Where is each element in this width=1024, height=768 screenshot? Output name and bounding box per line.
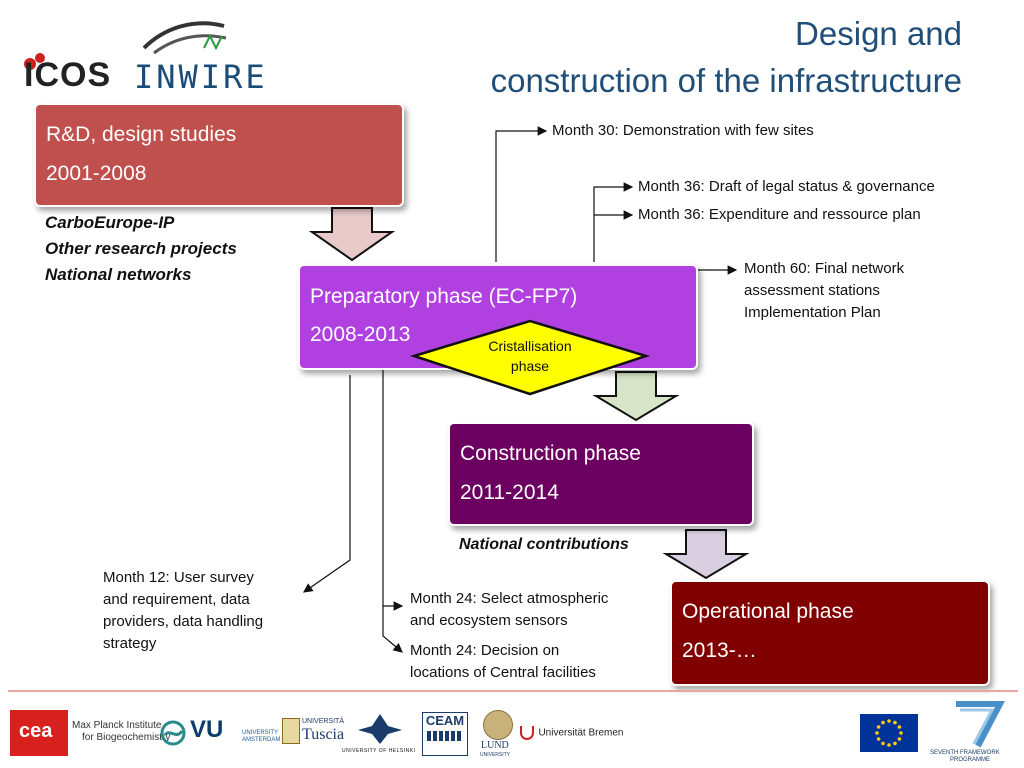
lund-logo-line-1: LUND xyxy=(481,740,509,751)
eu-stars-icon xyxy=(875,719,903,747)
down-arrow-rd xyxy=(308,207,396,262)
milestone-m24-locations: Month 24: Decision on locations of Centr… xyxy=(410,640,596,684)
bremen-u-icon xyxy=(520,725,534,740)
milestone-m12-line-4: strategy xyxy=(103,635,157,652)
milestone-m60-line-1: Month 60: Final network xyxy=(744,260,905,277)
helsinki-logo: UNIVERSITY OF HELSINKI xyxy=(342,712,418,756)
milestone-m24-sensors-line-2: and ecosystem sensors xyxy=(410,612,568,629)
mpi-swirl-icon xyxy=(160,720,186,746)
milestone-m60: Month 60: Final network assessment stati… xyxy=(744,258,904,324)
vu-logo-text: VU xyxy=(190,716,224,743)
fp7-seven-icon xyxy=(956,701,1005,748)
ceam-wave-icon xyxy=(427,731,463,741)
ceam-logo: CEAM xyxy=(422,712,468,756)
phase-preparatory-years: 2008-2013 xyxy=(310,323,411,346)
eu-star xyxy=(899,731,903,735)
phase-rd: R&D, design studies 2001-2008 xyxy=(34,103,404,207)
lund-logo-line-2: UNIVERSITY xyxy=(480,752,511,758)
phase-construction-years: 2011-2014 xyxy=(460,481,559,504)
rd-source-1: CarboEurope-IP xyxy=(45,213,175,232)
lund-seal-icon xyxy=(483,710,513,740)
milestone-m24-locations-line-1: Month 24: Decision on xyxy=(410,642,560,659)
title-line-2: construction of the infrastructure xyxy=(490,62,962,99)
icos-wordmark: ICOS xyxy=(24,56,112,94)
footer-divider xyxy=(8,690,1018,692)
milestone-m60-line-2: assessment stations xyxy=(744,282,880,299)
eu-star xyxy=(897,725,902,729)
eu-star xyxy=(875,731,879,735)
helsinki-logo-text: UNIVERSITY OF HELSINKI xyxy=(342,748,416,754)
milestone-m24-sensors: Month 24: Select atmospheric and ecosyst… xyxy=(410,588,608,632)
eu-star xyxy=(887,743,891,747)
bremen-logo-text: Universität Bremen xyxy=(538,727,624,739)
milestone-m12-line-3: providers, data handling xyxy=(103,613,264,630)
cea-logo-text: cea xyxy=(19,720,53,742)
phase-preparatory-name: Preparatory phase (EC-FP7) xyxy=(310,285,578,308)
mpi-logo-line-2: for Biogeochemistry xyxy=(82,732,171,743)
title-line-1: Design and xyxy=(795,15,962,52)
eu-star xyxy=(887,719,891,723)
eu-star xyxy=(897,737,902,741)
crystallisation-line-2: phase xyxy=(510,358,550,374)
eu-flag-logo xyxy=(860,714,918,752)
fp7-logo-line-2: PROGRAMME xyxy=(950,757,991,763)
phase-operational-name: Operational phase xyxy=(682,600,854,623)
rd-source-3: National networks xyxy=(45,265,192,284)
inwire-wordmark: INWIRE xyxy=(134,58,268,96)
crystallisation-line-1: Cristallisation xyxy=(488,338,572,354)
down-arrow-construction xyxy=(662,529,750,580)
phase-rd-years: 2001-2008 xyxy=(46,162,147,185)
vu-logo: VU UNIVERSITY AMSTERDAM xyxy=(190,716,280,744)
milestone-m12: Month 12: User survey and requirement, d… xyxy=(103,567,263,655)
swoosh-icon xyxy=(24,21,227,70)
crystallisation-diamond xyxy=(410,319,650,396)
mpi-logo-line-1: Max Planck Institute xyxy=(72,720,162,731)
milestone-m12-line-2: and requirement, data xyxy=(103,591,250,608)
down-arrow-prep xyxy=(592,371,680,422)
lund-logo: LUND UNIVERSITY xyxy=(478,710,516,760)
cea-logo: cea xyxy=(10,710,68,756)
tuscia-logo-line-1: UNIVERSITÀ xyxy=(302,718,345,725)
milestone-m24-locations-line-2: locations of Central facilities xyxy=(410,664,596,681)
eu-star xyxy=(881,720,885,725)
vu-logo-sub-line-1: UNIVERSITY xyxy=(242,730,279,736)
phase-operational-years: 2013-… xyxy=(682,639,757,662)
tuscia-seal-icon xyxy=(282,718,300,744)
eu-star xyxy=(893,741,897,746)
rd-source-2: Other research projects xyxy=(45,239,237,258)
milestone-m60-line-3: Implementation Plan xyxy=(744,304,881,321)
crystallisation-label: Cristallisation phase xyxy=(470,336,590,376)
milestone-m36-plan: Month 36: Expenditure and ressource plan xyxy=(638,206,921,223)
milestone-m30: Month 30: Demonstration with few sites xyxy=(552,122,814,139)
milestone-m36-legal: Month 36: Draft of legal status & govern… xyxy=(638,178,935,195)
phase-construction-name: Construction phase xyxy=(460,442,641,465)
phase-rd-name: R&D, design studies xyxy=(46,123,237,146)
icos-inwire-logo: ICOS INWIRE xyxy=(14,8,265,103)
mpi-logo: Max Planck Institute for Biogeochemistry xyxy=(72,720,170,744)
helsinki-flame-icon xyxy=(358,714,402,744)
fp7-logo: SEVENTH FRAMEWORK PROGRAMME xyxy=(926,700,1018,764)
eu-star xyxy=(893,720,897,725)
phase-operational: Operational phase 2013-… xyxy=(670,580,990,686)
tuscia-logo-line-2: Tuscia xyxy=(302,726,345,743)
milestone-m12-line-1: Month 12: User survey xyxy=(103,569,254,586)
bremen-logo: Universität Bremen xyxy=(520,724,623,742)
rd-sources: CarboEurope-IP Other research projects N… xyxy=(45,210,237,288)
eu-star xyxy=(876,725,881,729)
eu-star xyxy=(876,737,881,741)
vu-logo-sub: UNIVERSITY AMSTERDAM xyxy=(242,730,280,744)
fp7-logo-line-1: SEVENTH FRAMEWORK xyxy=(930,750,1000,756)
milestone-m24-sensors-line-1: Month 24: Select atmospheric xyxy=(410,590,609,607)
page-title: Design and construction of the infrastru… xyxy=(491,10,962,104)
phase-construction: Construction phase 2011-2014 xyxy=(448,422,754,526)
eu-star xyxy=(881,741,885,746)
national-contributions: National contributions xyxy=(459,536,629,553)
ceam-logo-text: CEAM xyxy=(425,713,465,728)
vu-logo-sub-line-2: AMSTERDAM xyxy=(242,737,281,743)
